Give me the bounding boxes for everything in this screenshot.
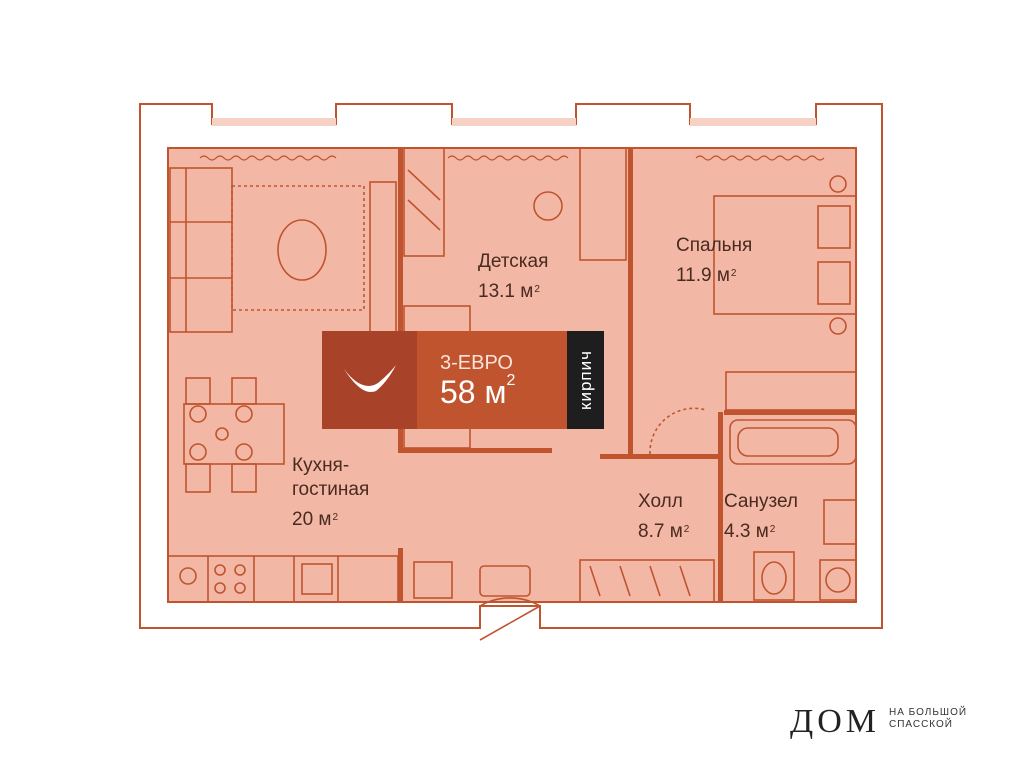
entrance-door — [479, 597, 541, 641]
brand-logo: ДОМ — [790, 703, 880, 740]
room-kitchen-living-area: 20 м2 — [292, 509, 339, 530]
room-bathroom-name: Санузел — [724, 491, 799, 512]
rug — [231, 185, 365, 311]
bird-logo-icon — [344, 365, 396, 393]
apartment-area-value: 58 м — [440, 374, 507, 410]
apartment-area: 58 м2 — [440, 372, 516, 411]
room-bathroom-area: 4.3 м2 — [724, 521, 776, 542]
washing-machine — [819, 559, 857, 601]
kids-wardrobe — [403, 147, 445, 257]
material-label: кирпич — [575, 350, 595, 410]
room-bedroom-area: 11.9 м2 — [676, 265, 737, 286]
brand-subtitle-line2: СПАССКОЙ — [889, 719, 953, 730]
brand-subtitle-line1: НА БОЛЬШОЙ — [889, 707, 968, 718]
kids-desk — [579, 147, 627, 261]
shoe-mat — [479, 565, 531, 597]
room-kitchen-living: Кухня- гостиная 20 м2 — [292, 454, 369, 532]
room-hall-area: 8.7 м2 — [638, 521, 690, 542]
brand-subtitle: НА БОЛЬШОЙ СПАССКОЙ — [889, 707, 967, 731]
room-kitchen-living-name-line2: гостиная — [292, 479, 370, 500]
bathtub — [729, 419, 857, 465]
room-kids: Детская 13.1 м2 — [478, 250, 548, 304]
coat-rack — [413, 561, 453, 599]
room-bedroom-name: Спальня — [676, 235, 753, 256]
badge-logo-panel — [322, 331, 417, 429]
hall-closet — [579, 559, 715, 603]
room-kids-area: 13.1 м2 — [478, 281, 540, 302]
toilet — [753, 551, 795, 601]
apartment-type: 3-ЕВРО — [440, 352, 513, 374]
furniture — [167, 147, 857, 641]
apartment-area-unit-sup: 2 — [506, 372, 516, 389]
room-hall-name: Холл — [638, 491, 683, 512]
curtains — [199, 155, 825, 161]
bedroom-door — [649, 407, 707, 455]
interior-walls — [398, 148, 856, 602]
kitchen-counter — [167, 555, 399, 603]
coffee-table — [277, 219, 327, 281]
windows — [212, 118, 816, 126]
room-hall: Холл 8.7 м2 — [638, 490, 689, 544]
double-bed — [713, 195, 857, 315]
sofa — [169, 167, 233, 333]
bathroom-sink — [823, 499, 857, 545]
room-kids-name: Детская — [478, 251, 549, 272]
room-kitchen-living-name-line1: Кухня- — [292, 455, 350, 476]
bedroom-wardrobe — [725, 371, 857, 411]
room-bathroom: Санузел 4.3 м2 — [724, 490, 798, 544]
room-bedroom: Спальня 11.9 м2 — [676, 234, 752, 288]
material-tag: кирпич — [567, 331, 604, 429]
